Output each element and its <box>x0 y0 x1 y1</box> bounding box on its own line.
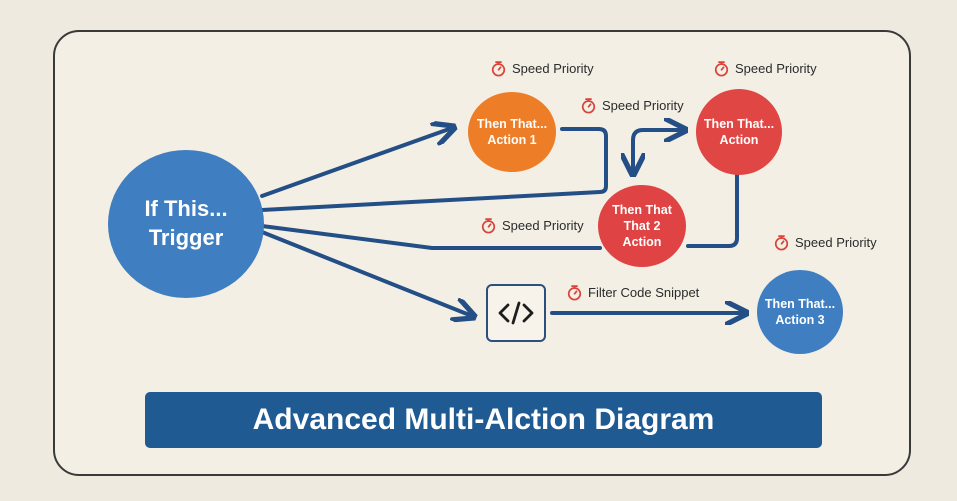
action1-line1: Then That... <box>476 116 548 131</box>
speed-priority-text-4: Speed Priority <box>502 218 584 233</box>
filter-code-text: Filter Code Snippet <box>588 285 700 300</box>
speed-priority-label-5: Speed Priority <box>773 234 877 251</box>
action3-line1: Then That... <box>764 296 836 311</box>
title-banner: Advanced Multi-Alction Diagram <box>145 392 822 448</box>
action2-node[interactable]: Then That That 2 Action <box>598 185 686 267</box>
stopwatch-icon <box>714 61 729 77</box>
action-red-line1: Then That... <box>703 116 775 131</box>
action2-line2: That 2 <box>623 218 661 233</box>
stopwatch-icon <box>481 218 496 234</box>
speed-priority-label-2: Speed Priority <box>713 60 817 77</box>
stopwatch-icon <box>491 61 506 77</box>
action-red-line2: Action <box>719 133 759 147</box>
speed-priority-text-3: Speed Priority <box>602 98 684 113</box>
stopwatch-icon <box>567 285 582 301</box>
stopwatch-icon <box>774 235 789 251</box>
banner-title: Advanced Multi-Alction Diagram <box>252 403 715 436</box>
code-snippet-box[interactable] <box>486 284 546 342</box>
speed-priority-label-4: Speed Priority <box>480 217 584 234</box>
speed-priority-text-1: Speed Priority <box>512 61 594 76</box>
speed-priority-label-3: Speed Priority <box>580 97 684 114</box>
trigger-line2: Trigger <box>148 225 224 250</box>
trigger-node[interactable]: If This... Trigger <box>108 150 264 298</box>
action3-node[interactable]: Then That... Action 3 <box>757 270 843 354</box>
action2-line3: Action <box>622 235 662 250</box>
filter-code-label: Filter Code Snippet <box>566 284 699 301</box>
action-red-node[interactable]: Then That... Action <box>696 89 782 175</box>
arrow-trigger-to-action1 <box>260 128 452 198</box>
action3-line2: Action 3 <box>775 313 825 327</box>
arrow-trigger-to-code <box>260 230 472 316</box>
speed-priority-label-1: Speed Priority <box>490 60 594 77</box>
trigger-line1: If This... <box>144 196 228 222</box>
speed-priority-text-5: Speed Priority <box>795 235 877 250</box>
action1-line2: Action 1 <box>487 133 537 147</box>
arrow-to-action-red <box>631 130 683 172</box>
speed-priority-text-2: Speed Priority <box>735 61 817 76</box>
connector-trigger-to-action2 <box>260 224 602 250</box>
action2-line1: Then That <box>612 202 672 217</box>
stopwatch-icon <box>581 98 596 114</box>
code-brackets-icon <box>498 301 534 325</box>
action1-node[interactable]: Then That... Action 1 <box>468 92 556 172</box>
connector-trigger-to-action1-loop <box>260 127 608 212</box>
connector-action-red-to-action2 <box>686 173 739 248</box>
